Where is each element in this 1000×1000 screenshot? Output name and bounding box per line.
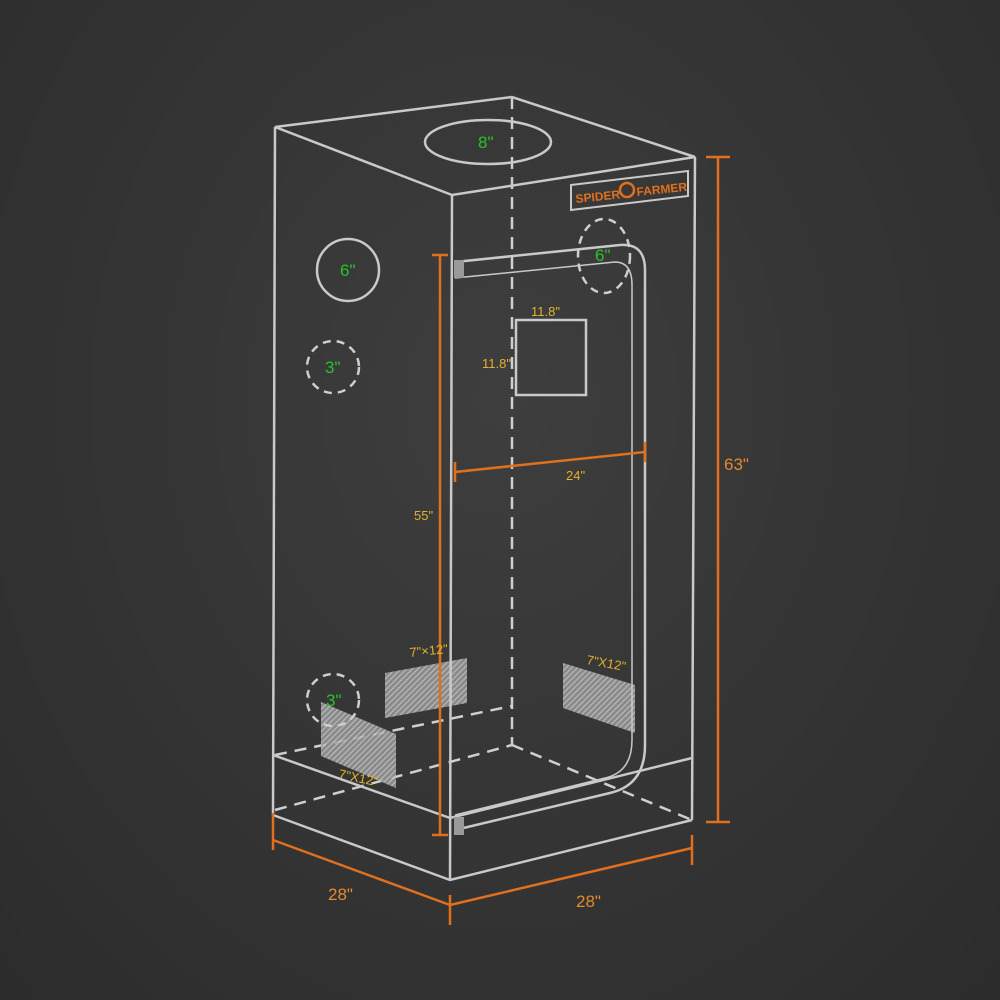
- tent-outline: [271, 95, 697, 882]
- logo-icon: [618, 181, 636, 199]
- back-vent-label: 6": [595, 246, 611, 265]
- window: [514, 318, 588, 397]
- door-zipper: [454, 243, 647, 832]
- dimension-lines: [271, 155, 730, 925]
- depth-label: 28": [328, 885, 353, 904]
- mesh-vent-back-left-label: 7"×12": [409, 641, 449, 660]
- spider-farmer-logo: SPIDER FARMER: [570, 169, 689, 212]
- left-mid-vent-port: [305, 339, 361, 395]
- width-label: 28": [576, 892, 601, 911]
- left-mid-vent-label: 3": [325, 358, 341, 377]
- top-vent-port: [423, 118, 553, 166]
- mesh-vent-back-right-label: 7"X12": [585, 652, 627, 674]
- height-label: 63": [724, 455, 749, 474]
- left-upper-vent-port: [315, 237, 381, 303]
- mesh-vent-left-side: [321, 702, 396, 788]
- mesh-vent-back-left: [385, 658, 467, 718]
- left-upper-vent-label: 6": [340, 261, 356, 280]
- door-zip-top: [454, 260, 464, 278]
- window-width-label: 11.8": [531, 304, 560, 319]
- door-height-label: 55": [414, 508, 433, 523]
- logo-left: SPIDER: [575, 187, 621, 206]
- mesh-vent-back-right: [563, 663, 635, 733]
- door-zip-bottom: [454, 817, 464, 835]
- back-vent-port: [576, 217, 632, 295]
- door-width-label: 24": [566, 468, 585, 483]
- left-low-vent-port: [305, 672, 361, 728]
- left-low-vent-label: 3": [326, 691, 342, 710]
- top-vent-label: 8": [478, 133, 494, 152]
- logo-right: FARMER: [636, 180, 688, 199]
- window-height-label: 11.8": [482, 356, 511, 371]
